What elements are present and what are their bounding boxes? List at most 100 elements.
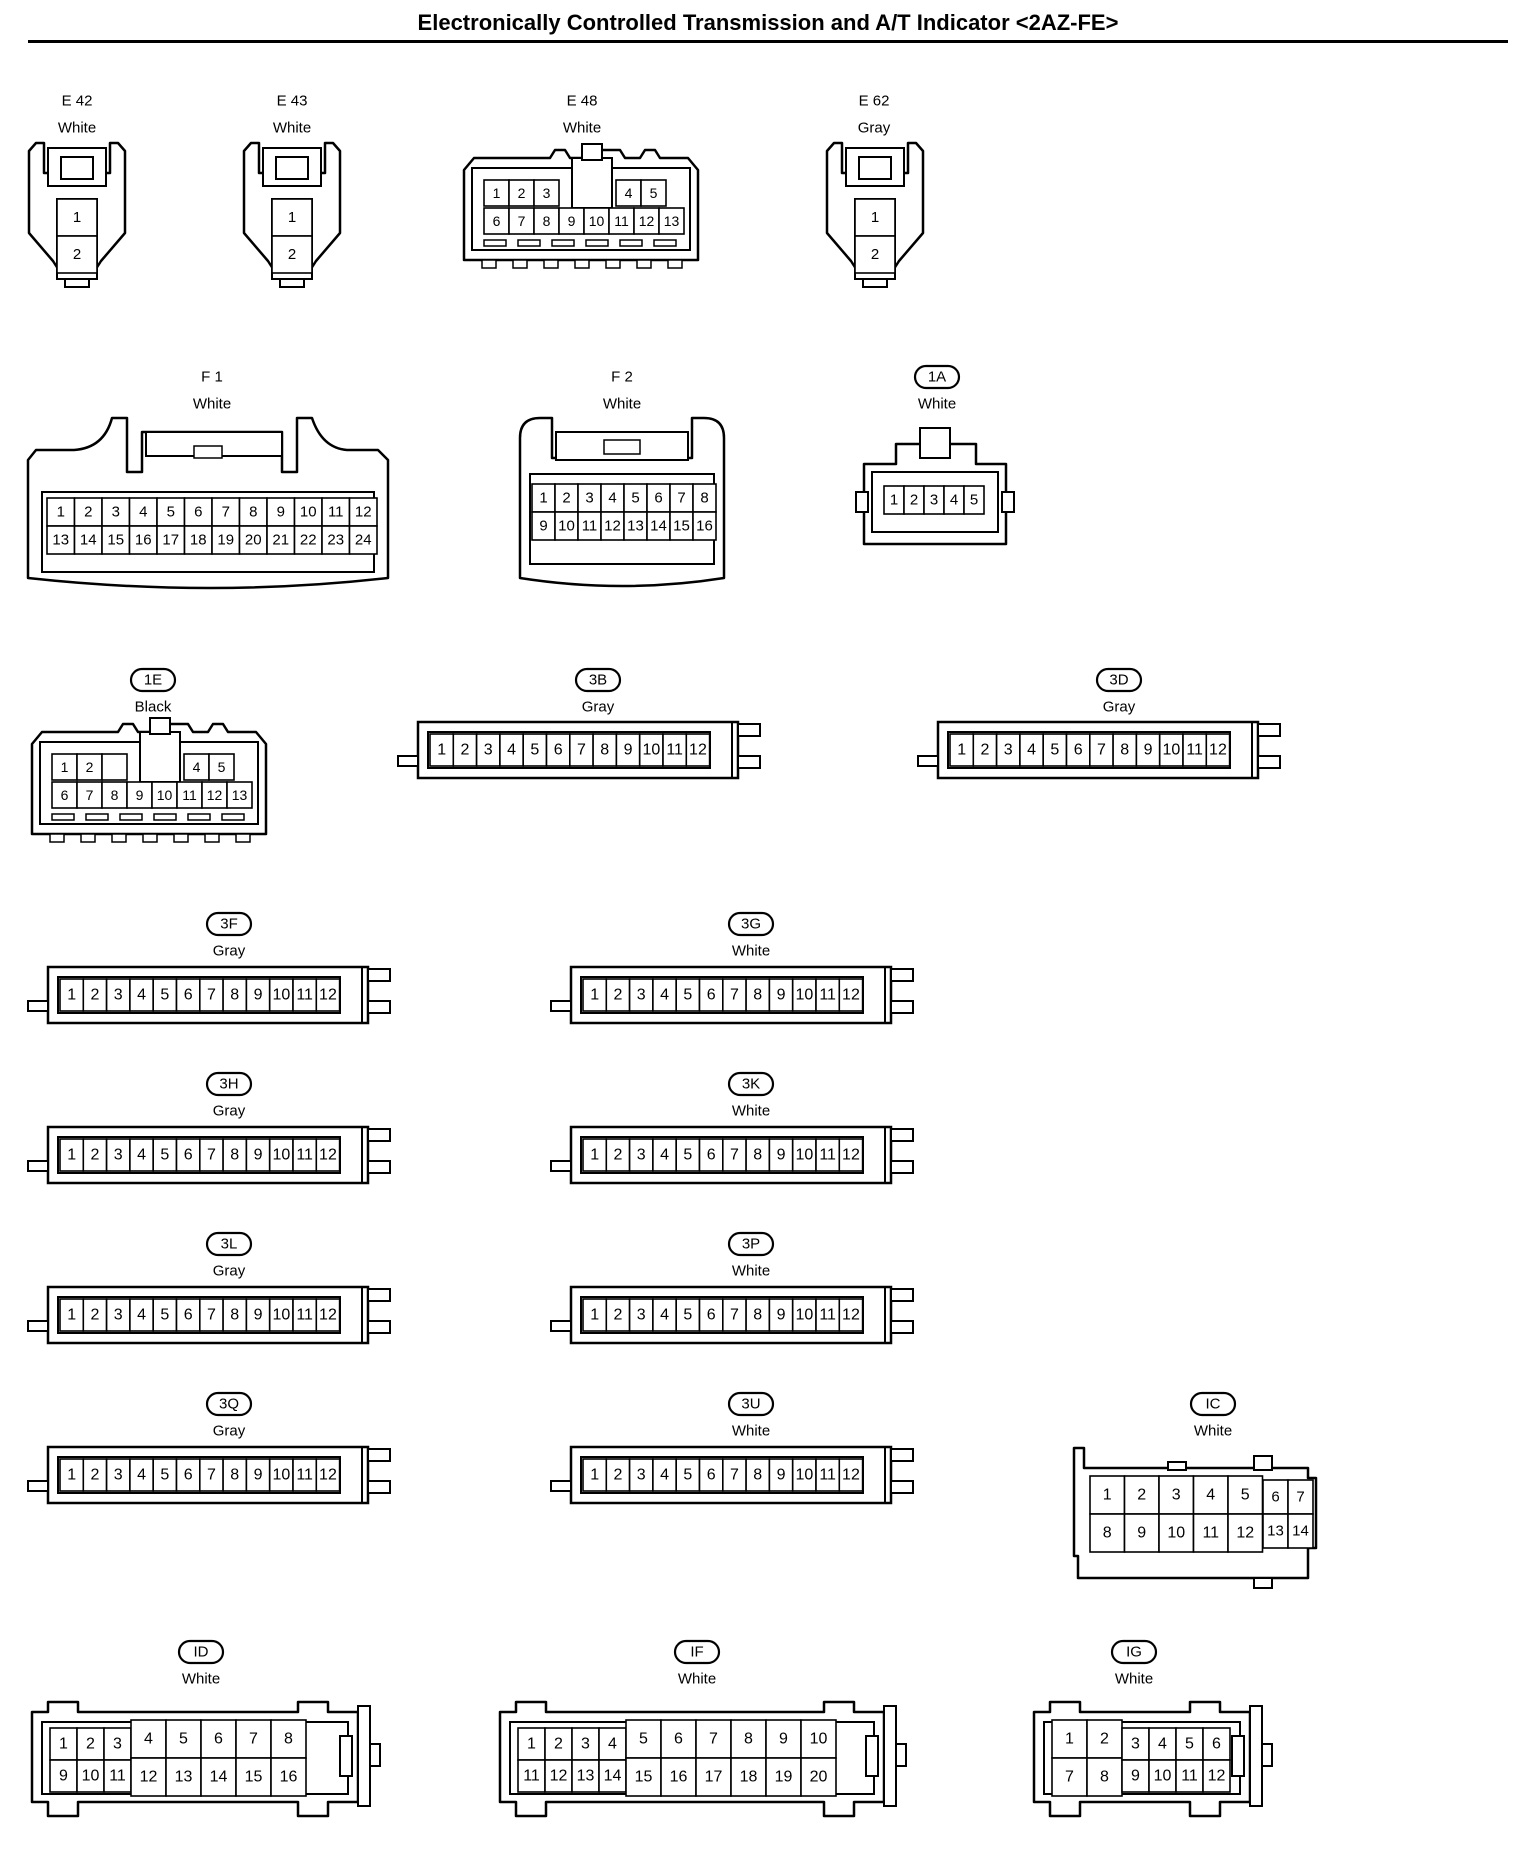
pin-cell: [765, 1757, 802, 1797]
pin-label: 10: [795, 1147, 813, 1164]
pin-label: 11: [296, 1147, 313, 1164]
pin-label: 11: [819, 1467, 836, 1484]
pin-label: 12: [319, 1467, 337, 1484]
pin-cell: [266, 497, 296, 527]
pin-cell: [51, 781, 78, 809]
pin-label: 11: [614, 213, 629, 229]
pin-cell: [211, 525, 241, 555]
side-key: [1231, 1735, 1245, 1777]
pin-cell: [208, 753, 235, 781]
connector-code-badge: [205, 911, 253, 937]
pin-label: 5: [639, 1731, 648, 1748]
pin-cell: [1205, 733, 1231, 767]
pin-label: 2: [980, 742, 989, 759]
pin-label: 3: [581, 1736, 590, 1753]
pin-label: 5: [218, 759, 226, 775]
pin-label: 3: [637, 1147, 646, 1164]
pin-label: 3: [637, 987, 646, 1004]
side-tab: [369, 1743, 381, 1767]
pin-cell: [1123, 1513, 1160, 1553]
connector-code-badge: [574, 667, 622, 693]
pin-label: 2: [90, 1307, 99, 1324]
side-tab: [1261, 1743, 1273, 1767]
pin-label: 9: [777, 987, 786, 1004]
pin-label: 2: [86, 1736, 95, 1753]
pin-cell: [49, 1727, 78, 1761]
pin-cell: [1227, 1513, 1264, 1553]
connector-code: 3P: [742, 1236, 760, 1253]
pin-label: 6: [61, 787, 69, 803]
pin-label: 7: [1296, 1489, 1304, 1506]
connector-color: White: [193, 396, 231, 413]
pin-label: 2: [73, 246, 81, 263]
pin-label: 1: [288, 209, 296, 226]
foot-slot: [551, 239, 575, 247]
pin-label: 12: [319, 1307, 337, 1324]
connector-color: Gray: [213, 943, 246, 960]
pin-label: 12: [319, 1147, 337, 1164]
pin-label: 10: [272, 987, 290, 1004]
foot-tab: [667, 259, 683, 269]
pin-cell: [640, 179, 667, 207]
pin-label: 4: [137, 987, 146, 1004]
pin-label: 4: [608, 1736, 617, 1753]
pin-label: 8: [249, 504, 257, 521]
pin-label: 11: [1186, 742, 1203, 759]
pin-label: 9: [254, 987, 263, 1004]
foot-tab: [235, 833, 251, 843]
pin-label: 22: [300, 532, 317, 549]
pin-label: 5: [530, 742, 539, 759]
left-tab: [550, 1000, 572, 1012]
pin-label: 8: [230, 1147, 239, 1164]
bottom-tab: [1253, 1577, 1273, 1589]
pin-label: 12: [842, 1467, 860, 1484]
foot-tab: [574, 259, 590, 269]
pin-label: 11: [296, 1467, 313, 1484]
connector-color: White: [182, 1671, 220, 1688]
pin-label: 13: [232, 787, 248, 803]
pin-cell: [800, 1757, 837, 1797]
pin-label: 5: [631, 490, 639, 507]
foot-slot: [51, 813, 75, 821]
pin-label: 3: [1131, 1736, 1140, 1753]
pin-cell: [765, 1719, 802, 1759]
pin-cell: [271, 235, 313, 274]
pin-cell: [101, 753, 128, 781]
pin-label: 9: [254, 1307, 263, 1324]
pin-label: 6: [707, 1147, 716, 1164]
connector-code: E 48: [567, 93, 598, 110]
connector-code: 3B: [589, 672, 607, 689]
center-latch: [581, 143, 603, 161]
pin-label: 8: [753, 1307, 762, 1324]
pin-label: 20: [810, 1769, 828, 1786]
pin-label: 2: [86, 759, 94, 775]
pin-label: 10: [558, 518, 575, 535]
pin-label: 2: [613, 1147, 622, 1164]
pin-cell: [730, 1757, 767, 1797]
connector-color: White: [732, 1103, 770, 1120]
top-latch: [919, 427, 951, 459]
right-tab: [367, 1000, 391, 1014]
pin-cell: [156, 525, 186, 555]
pin-cell: [1051, 1719, 1088, 1759]
pin-label: 5: [1050, 742, 1059, 759]
pin-label: 10: [272, 1147, 290, 1164]
latch-window: [60, 156, 94, 180]
connector-code-badge: [177, 1639, 225, 1665]
pin-label: 2: [90, 987, 99, 1004]
right-tab: [367, 1320, 391, 1334]
pin-label: 3: [114, 987, 123, 1004]
pin-label: 16: [135, 532, 152, 549]
connector-color: White: [918, 396, 956, 413]
right-tab: [1257, 755, 1281, 769]
pin-label: 9: [277, 504, 285, 521]
